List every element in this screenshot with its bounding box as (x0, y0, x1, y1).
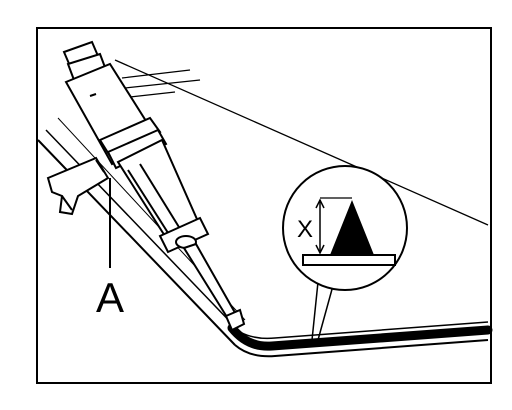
dimension-label-x: X (297, 216, 313, 243)
detail-callout: X (282, 165, 408, 341)
applicator-gun (46, 40, 246, 332)
diagram-frame (36, 27, 492, 384)
adhesive-bead (227, 323, 493, 351)
bead-profile-triangle (330, 200, 374, 255)
part-label-a: A (96, 274, 124, 321)
